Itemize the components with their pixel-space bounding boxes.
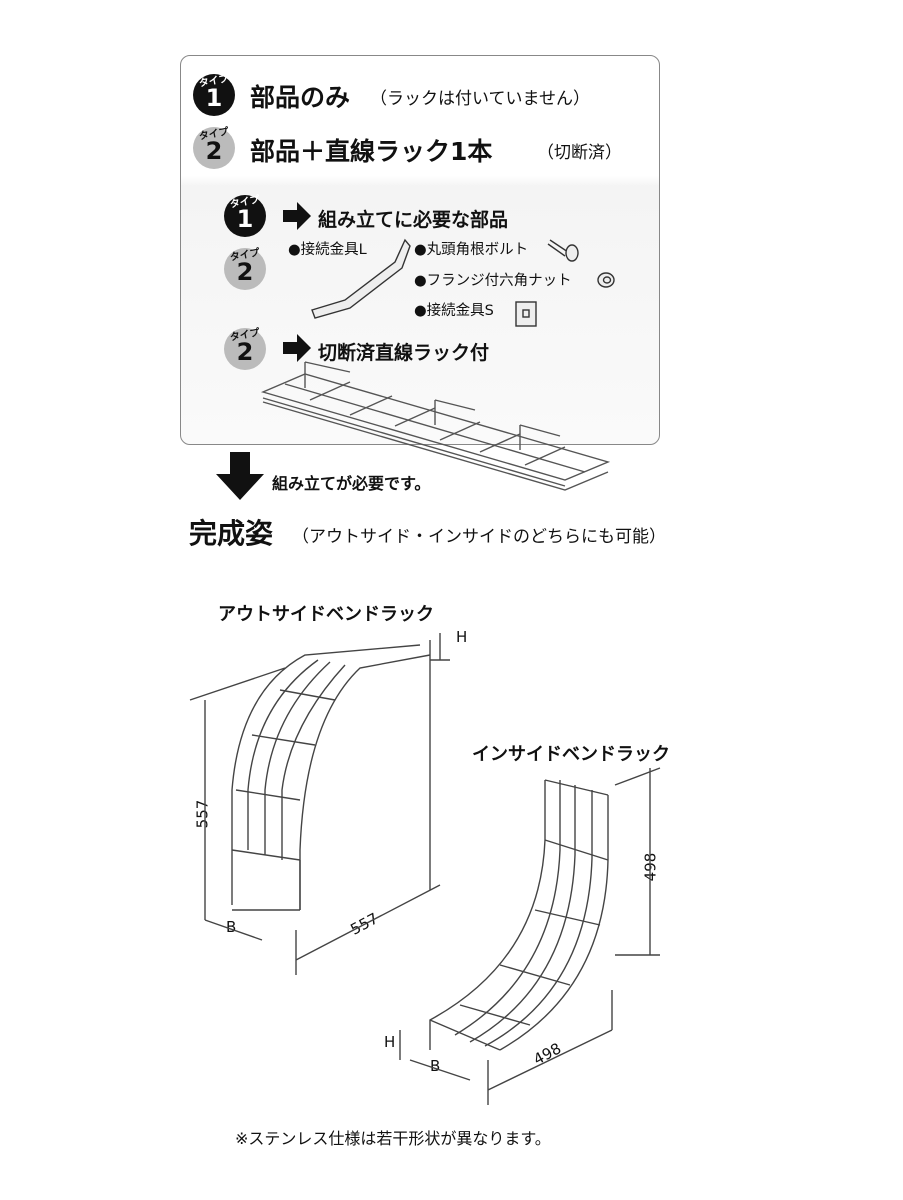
flange-nut-icon	[597, 272, 615, 288]
arrow-down-icon	[216, 452, 264, 500]
part-connector-l: ●接続金具L	[288, 242, 367, 258]
outside-b-dim: B	[226, 918, 237, 936]
rack-heading: 切断済直線ラック付	[318, 342, 490, 364]
badge-number: 1	[205, 84, 223, 112]
connector-s-icon	[515, 301, 537, 327]
outside-bend-rack-icon	[189, 633, 450, 975]
type1-note: （ラックは付いていません）	[370, 89, 590, 109]
badge-number: 2	[236, 338, 254, 366]
part-flange-nut: ●フランジ付六角ナット	[414, 273, 572, 289]
inside-bend-label: インサイドベンドラック	[472, 744, 670, 765]
parts-heading: 組み立てに必要な部品	[318, 209, 509, 231]
badge-number: 1	[236, 205, 254, 233]
part-connector-s: ●接続金具S	[414, 303, 494, 319]
arrow-right-icon	[283, 202, 311, 230]
bolt-icon	[547, 239, 579, 262]
inside-h-dim: H	[384, 1033, 396, 1051]
badge-number: 2	[205, 137, 223, 165]
completed-note: （アウトサイド・インサイドのどちらにも可能）	[292, 527, 666, 547]
outside-bend-label: アウトサイドベンドラック	[218, 604, 434, 625]
footnote: ※ステンレス仕様は若干形状が異なります。	[235, 1129, 551, 1148]
type2-title: 部品＋直線ラック1本	[250, 137, 493, 166]
type2-note: （切断済）	[537, 143, 622, 163]
type1-title: 部品のみ	[250, 83, 351, 112]
completed-title: 完成姿	[189, 517, 274, 550]
outside-h-dim: H	[456, 628, 468, 646]
type-info-box	[180, 55, 660, 445]
part-bolt: ●丸頭角根ボルト	[414, 242, 529, 258]
connector-l-icon	[311, 238, 411, 319]
straight-rack-icon	[260, 361, 611, 491]
arrow-right-icon	[283, 334, 311, 362]
assembly-note: 組み立てが必要です。	[272, 474, 431, 493]
inside-bend-rack-icon	[399, 767, 661, 1105]
badge-number: 2	[236, 258, 254, 286]
inside-b-dim: B	[430, 1057, 441, 1075]
